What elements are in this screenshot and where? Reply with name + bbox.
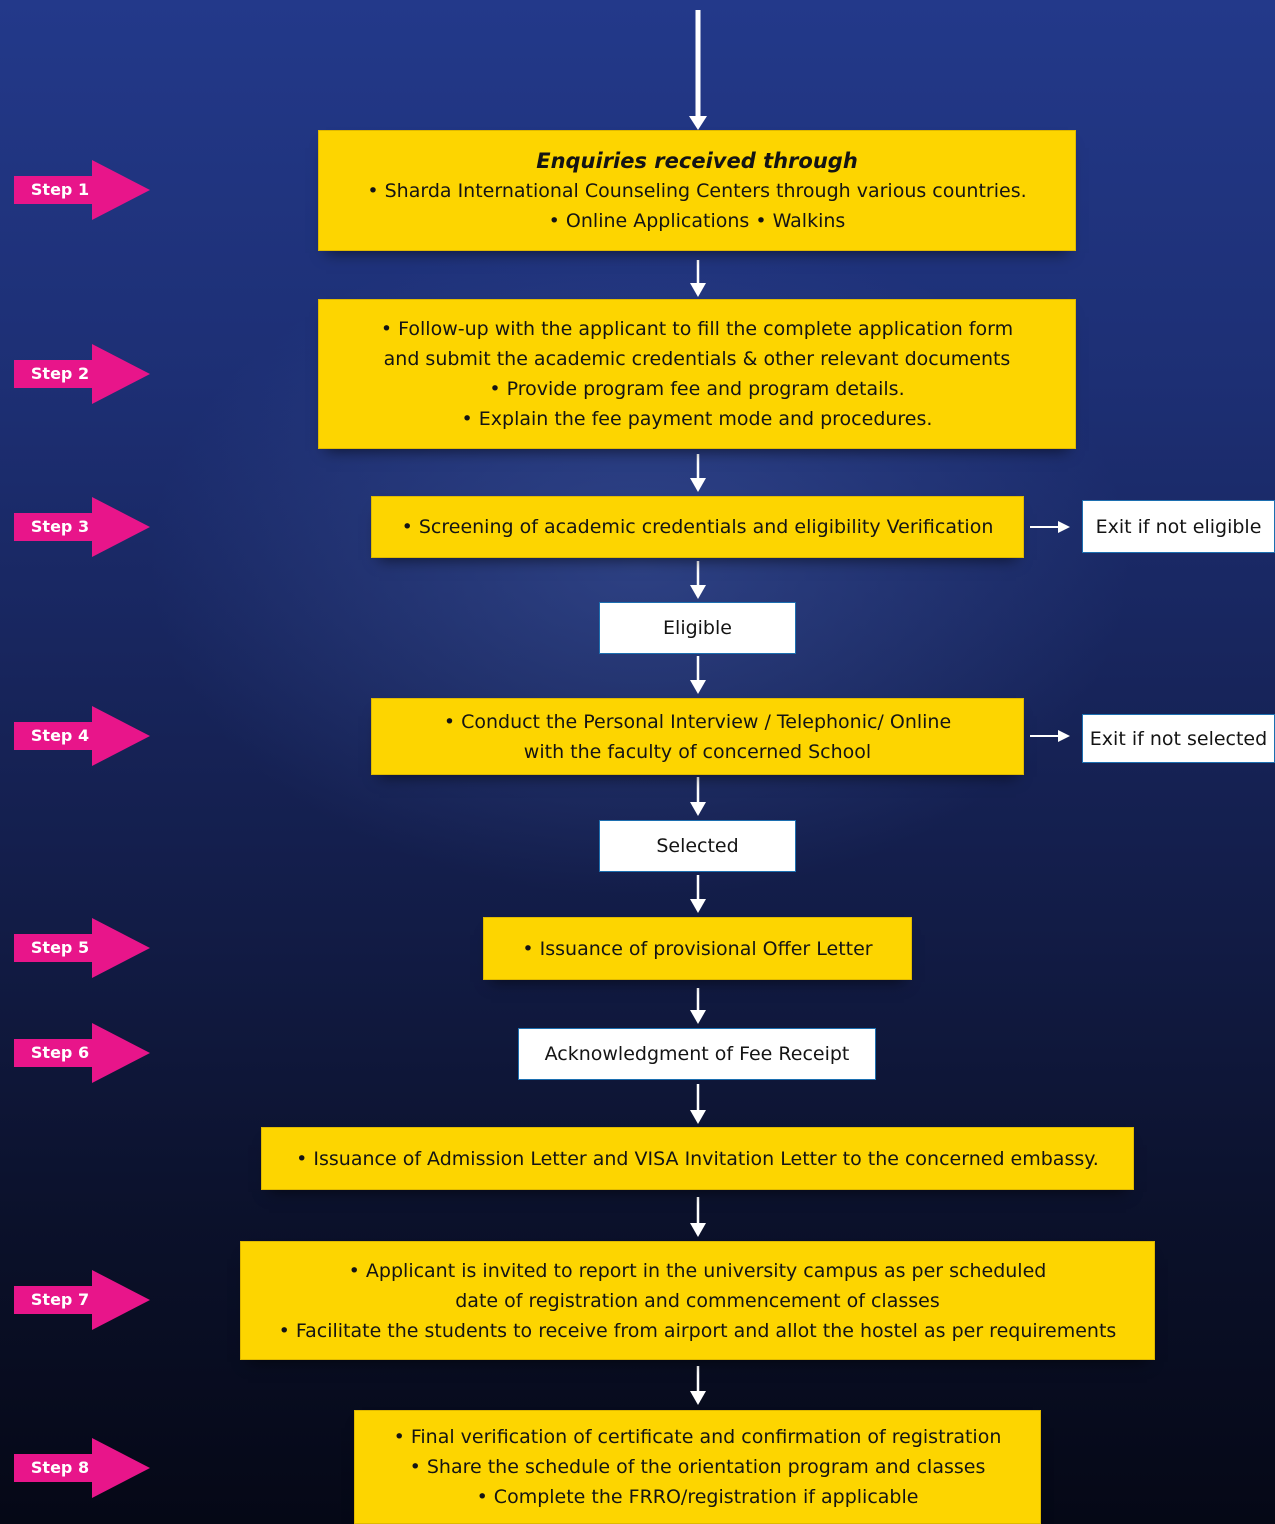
step-7-marker: Step 7 <box>14 1270 150 1330</box>
enquiries-line-1: • Sharda International Counseling Center… <box>367 179 1027 202</box>
selected-box: Selected <box>599 820 796 872</box>
step-8-marker: Step 8 <box>14 1438 150 1498</box>
final-line-1: • Final verification of certificate and … <box>393 1426 1002 1448</box>
eligible-text: Eligible <box>663 617 732 639</box>
selected-text: Selected <box>656 835 739 857</box>
followup-line-4: • Explain the fee payment mode and proce… <box>461 408 933 430</box>
screening-line-1: • Screening of academic credentials and … <box>401 516 994 538</box>
final-verification-box: • Final verification of certificate and … <box>354 1410 1041 1524</box>
followup-line-1: • Follow-up with the applicant to fill t… <box>380 318 1014 340</box>
step-2-label: Step 2 <box>30 364 90 383</box>
followup-box: • Follow-up with the applicant to fill t… <box>318 299 1076 449</box>
report-line-1: • Applicant is invited to report in the … <box>348 1259 1047 1282</box>
exit-not-selected-text: Exit if not selected <box>1089 727 1268 750</box>
report-line-3: • Facilitate the students to receive fro… <box>278 1319 1117 1342</box>
enquiries-line-2: • Online Applications • Walkins <box>548 209 846 232</box>
step-5-marker: Step 5 <box>14 918 150 978</box>
screening-box: • Screening of academic credentials and … <box>371 496 1024 558</box>
step-3-label: Step 3 <box>30 517 90 536</box>
final-line-3: • Complete the FRRO/registration if appl… <box>476 1486 919 1508</box>
admission-letter-box: • Issuance of Admission Letter and VISA … <box>261 1127 1134 1190</box>
offer-line-1: • Issuance of provisional Offer Letter <box>522 937 873 960</box>
step-8-label: Step 8 <box>30 1458 90 1477</box>
interview-line-1: • Conduct the Personal Interview / Telep… <box>443 710 952 733</box>
followup-line-2: and submit the academic credentials & ot… <box>383 348 1011 370</box>
step-1-marker: Step 1 <box>14 160 150 220</box>
step-7-label: Step 7 <box>30 1290 90 1309</box>
step-5-label: Step 5 <box>30 938 90 957</box>
step-6-label: Step 6 <box>30 1043 90 1062</box>
exit-not-eligible-text: Exit if not eligible <box>1095 515 1262 538</box>
offer-letter-box: • Issuance of provisional Offer Letter <box>483 917 912 980</box>
step-1-label: Step 1 <box>30 180 90 199</box>
step-4-marker: Step 4 <box>14 706 150 766</box>
admission-line-1: • Issuance of Admission Letter and VISA … <box>296 1147 1099 1170</box>
final-line-2: • Share the schedule of the orientation … <box>409 1456 986 1478</box>
eligible-box: Eligible <box>599 602 796 654</box>
fee-receipt-text: Acknowledgment of Fee Receipt <box>544 1043 850 1065</box>
step-4-label: Step 4 <box>30 726 90 745</box>
step-3-marker: Step 3 <box>14 497 150 557</box>
interview-box: • Conduct the Personal Interview / Telep… <box>371 698 1024 775</box>
arrow-entry-head <box>689 116 707 130</box>
step-6-marker: Step 6 <box>14 1023 150 1083</box>
enquiries-title: Enquiries received through <box>536 148 858 173</box>
exit-not-eligible-box: Exit if not eligible <box>1082 500 1275 553</box>
report-campus-box: • Applicant is invited to report in the … <box>240 1241 1155 1360</box>
step-2-marker: Step 2 <box>14 344 150 404</box>
exit-not-selected-box: Exit if not selected <box>1082 714 1275 763</box>
fee-receipt-box: Acknowledgment of Fee Receipt <box>518 1028 876 1080</box>
followup-line-3: • Provide program fee and program detail… <box>489 378 905 400</box>
interview-line-2: with the faculty of concerned School <box>523 740 872 763</box>
enquiries-box: Enquiries received through • Sharda Inte… <box>318 130 1076 251</box>
report-line-2: date of registration and commencement of… <box>455 1289 940 1312</box>
